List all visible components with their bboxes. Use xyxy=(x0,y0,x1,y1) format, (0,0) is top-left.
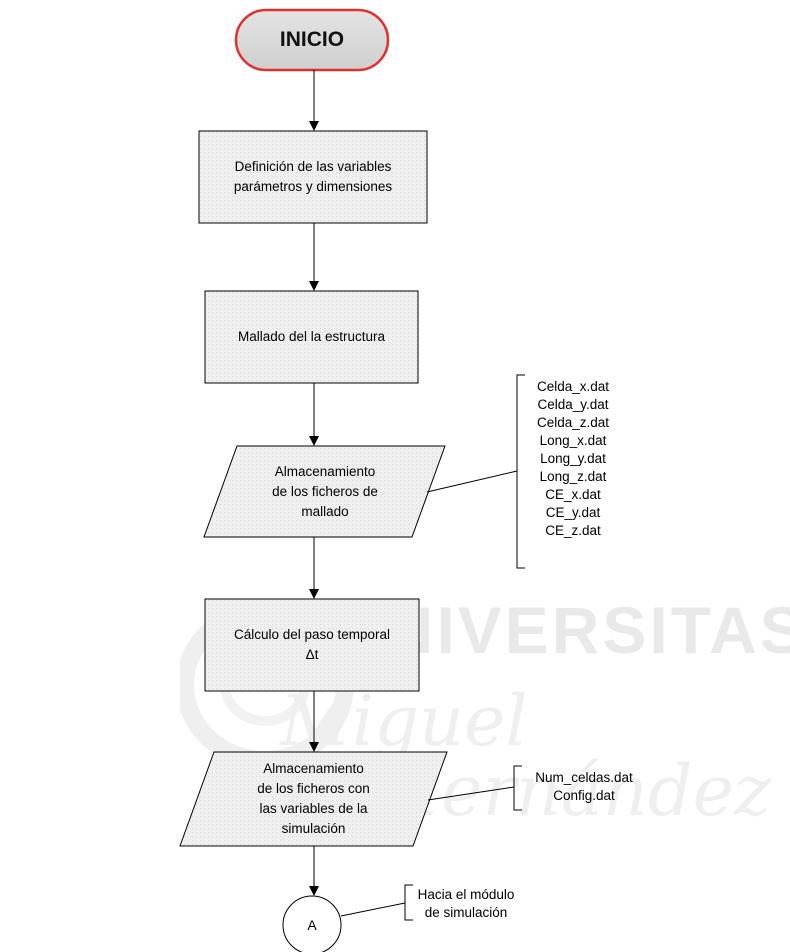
process-label-mallado: Mallado del la estructura xyxy=(205,291,418,383)
leader-line-to-module xyxy=(340,902,406,917)
file-name: Celda_z.dat xyxy=(536,415,610,430)
io-parallelogram-variables xyxy=(179,751,448,847)
annotation-bracket-to-module xyxy=(404,884,413,921)
file-name: Celda_y.dat xyxy=(537,397,609,412)
process-box-definicion xyxy=(198,130,428,224)
text-line: Almacenamiento xyxy=(263,761,364,776)
text-line: parámetros y dimensiones xyxy=(233,179,393,194)
start-terminator xyxy=(234,8,390,72)
process-label-calculo: Cálculo del paso temporal Δt xyxy=(205,599,419,691)
leader-line-mallado-files xyxy=(426,470,518,493)
file-name: Long_z.dat xyxy=(539,469,607,484)
text-line: de los ficheros con xyxy=(257,781,370,796)
text-line: Δt xyxy=(305,647,319,662)
leader-line-simulation-files xyxy=(427,786,515,801)
file-name: CE_y.dat xyxy=(545,505,601,520)
process-label-definicion: Definición de las variables parámetros y… xyxy=(199,131,427,223)
annotation-mallado-files: Celda_x.dat Celda_y.dat Celda_z.dat Long… xyxy=(523,378,623,540)
file-name: Config.dat xyxy=(553,788,615,803)
annotation-line: de simulación xyxy=(424,905,508,920)
text-line: mallado xyxy=(301,503,349,519)
file-name: Celda_x.dat xyxy=(536,379,610,394)
file-name: Long_x.dat xyxy=(539,433,607,448)
io-label-variables: Almacenamiento de los ficheros con las v… xyxy=(200,752,427,846)
text-line: Mallado del la estructura xyxy=(237,329,386,344)
text-line: las variables de la xyxy=(259,801,368,816)
start-label: INICIO xyxy=(279,28,345,51)
connector-circle xyxy=(282,895,342,952)
text-line: simulación xyxy=(281,821,346,836)
process-box-mallado xyxy=(204,290,419,384)
text-line: Definición de las variables xyxy=(234,159,392,174)
text-line: Almacenamiento xyxy=(274,463,376,479)
annotation-simulation-files: Num_celdas.dat Config.dat xyxy=(520,769,648,805)
text-line: de los ficheros de xyxy=(272,483,378,499)
annotation-line: Hacia el módulo xyxy=(417,887,515,902)
file-name: CE_x.dat xyxy=(545,487,601,502)
file-name: Long_y.dat xyxy=(540,451,606,466)
text-line: Cálculo del paso temporal xyxy=(233,627,391,642)
io-label-mallado: Almacenamiento de los ficheros de mallad… xyxy=(220,446,430,537)
connector-label: A xyxy=(307,917,317,933)
process-box-calculo xyxy=(204,598,420,692)
file-name: CE_z.dat xyxy=(545,523,601,538)
annotation-bracket-simulation-files xyxy=(513,765,522,811)
file-name: Num_celdas.dat xyxy=(535,770,633,785)
io-parallelogram-mallado xyxy=(203,445,446,538)
annotation-to-module: Hacia el módulo de simulación xyxy=(410,886,522,922)
